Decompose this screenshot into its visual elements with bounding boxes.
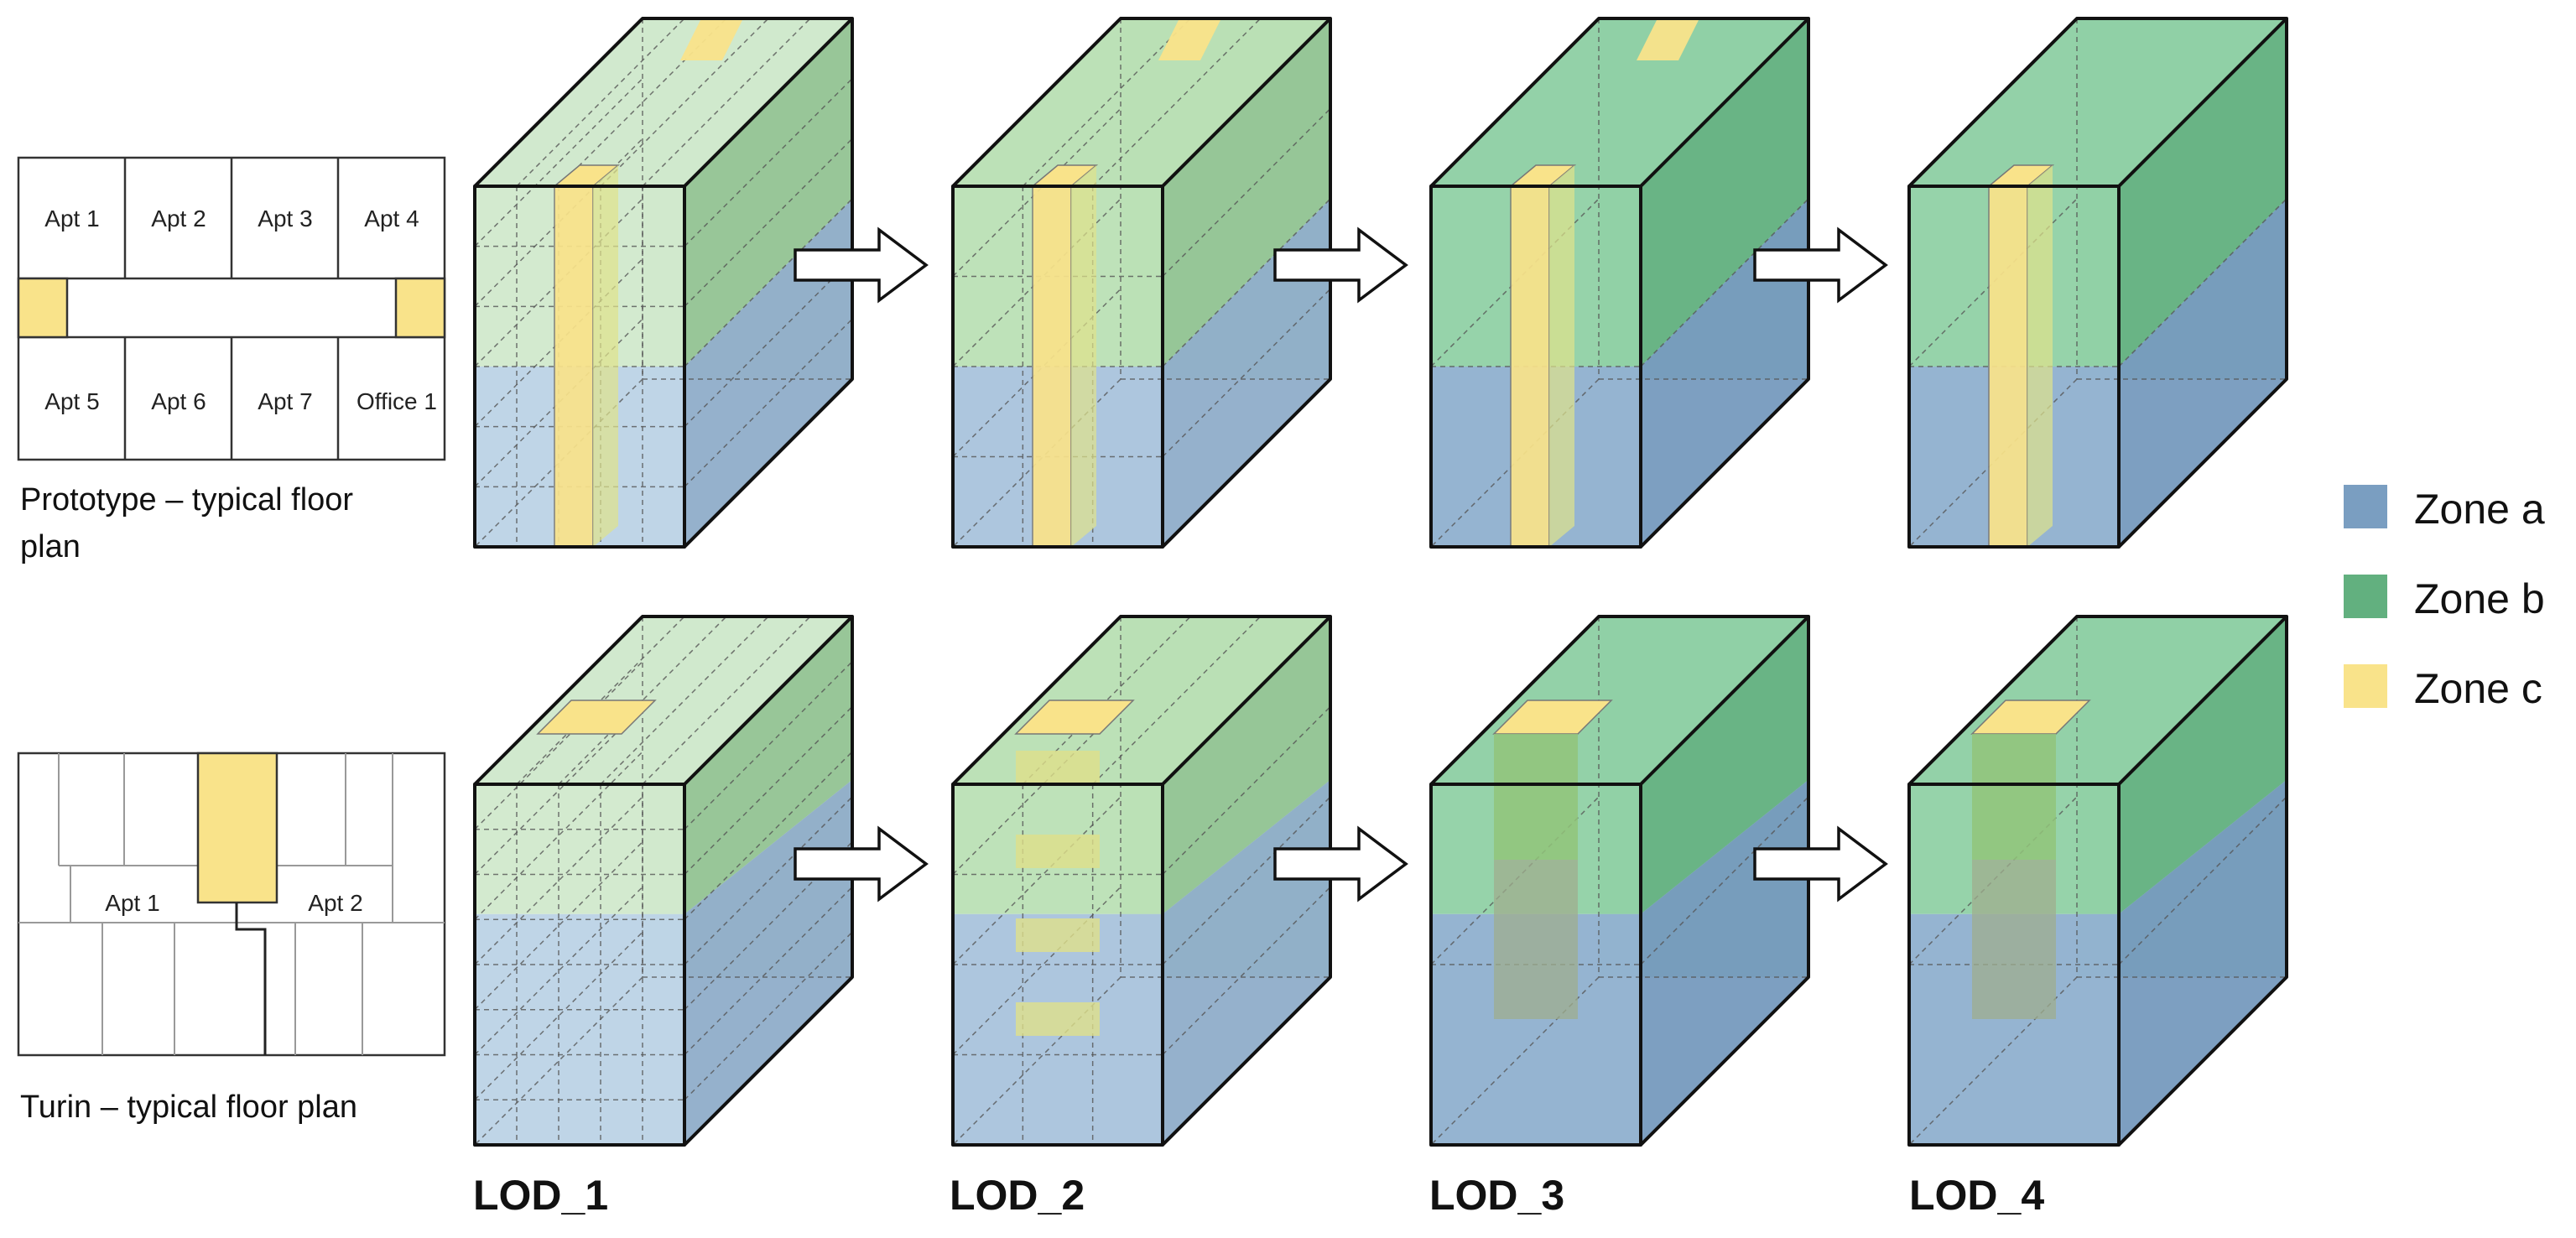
legend-swatch-zone-b (2344, 575, 2387, 618)
turin-floor-plan: Apt 1 Apt 2 (17, 752, 446, 1057)
arrow-right-icon (1273, 226, 1408, 304)
arrow-right-icon (794, 226, 929, 304)
prototype-caption-line2: plan (20, 529, 81, 564)
legend-label: Zone c (2414, 665, 2542, 712)
arrow-right-icon (794, 825, 929, 902)
arrow-right-icon (1753, 226, 1888, 304)
legend-swatch-zone-a (2344, 485, 2387, 528)
room-label: Apt 5 (44, 388, 99, 414)
room-label: Office 1 (356, 388, 437, 414)
lod1-cube-turin (473, 615, 854, 1147)
room-label: Apt 1 (105, 890, 159, 916)
lod3-cube-turin (1429, 615, 1810, 1147)
lod-label: LOD_1 (473, 1172, 608, 1219)
prototype-core-right (394, 277, 446, 339)
room-label: Apt 7 (258, 388, 312, 414)
lod-cubes (473, 17, 2288, 1147)
lod1-cube-prototype (473, 17, 854, 549)
lod3-cube-prototype (1429, 17, 1810, 549)
lod-label: LOD_3 (1429, 1172, 1564, 1219)
arrow-right-icon (1753, 825, 1888, 902)
arrow-right-icon (1273, 825, 1408, 902)
lod-label: LOD_2 (950, 1172, 1085, 1219)
legend-label: Zone a (2414, 486, 2545, 533)
lod2-cube-turin (951, 615, 1332, 1147)
lod2-cube-prototype (951, 17, 1332, 549)
lod-arrows (794, 226, 1888, 902)
turin-caption: Turin – typical floor plan (20, 1090, 357, 1125)
legend: Zone a Zone b Zone c (2344, 485, 2545, 712)
room-label: Apt 6 (151, 388, 206, 414)
room-label: Apt 4 (364, 205, 419, 231)
legend-swatch-zone-c (2344, 664, 2387, 708)
prototype-caption: Prototype – typical floor (20, 482, 353, 518)
prototype-floor-plan: Apt 1 Apt 2 Apt 3 Apt 4 Apt 5 Apt 6 Apt … (17, 156, 446, 461)
prototype-core-left (17, 277, 69, 339)
room-label: Apt 1 (44, 205, 99, 231)
room-label: Apt 2 (151, 205, 206, 231)
lod4-cube-turin (1907, 615, 2288, 1147)
lod-label: LOD_4 (1909, 1172, 2044, 1219)
room-label: Apt 3 (258, 205, 312, 231)
turin-core (196, 752, 278, 904)
lod4-cube-prototype (1907, 17, 2288, 549)
room-label: Apt 2 (308, 890, 362, 916)
legend-label: Zone b (2414, 575, 2545, 622)
